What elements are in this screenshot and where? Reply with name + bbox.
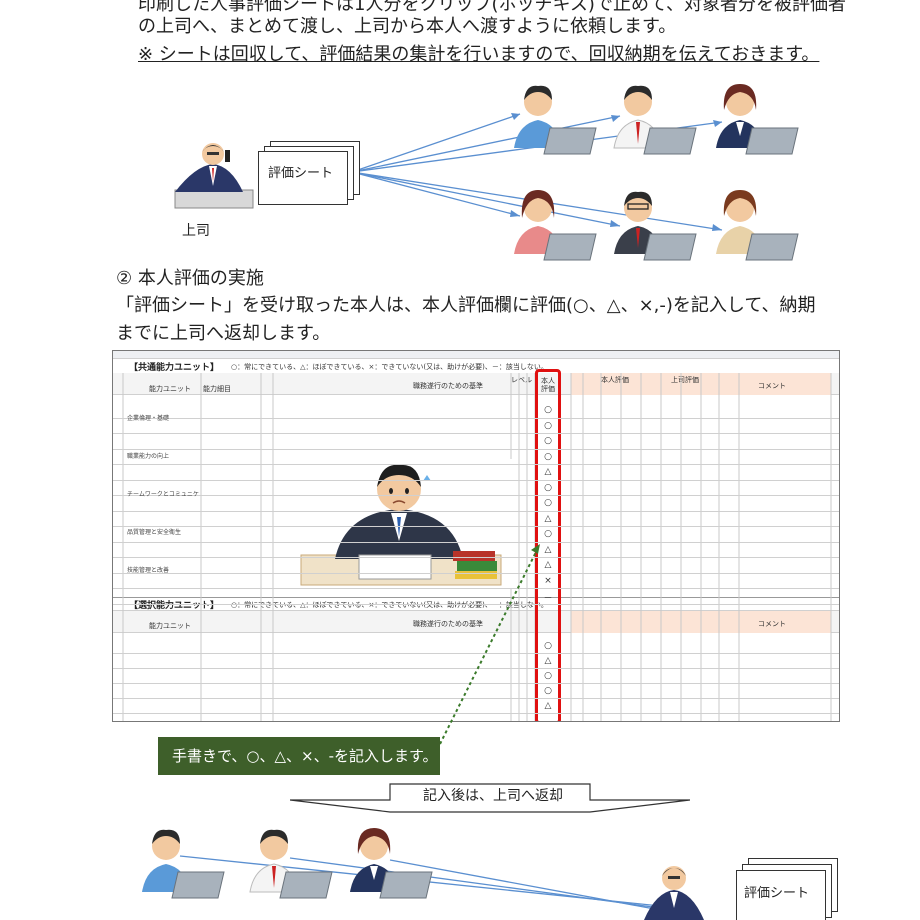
unit2-legend: ○：常にできている、△：ほぼできている、×：できていない(又は、助けが必要)、－… xyxy=(231,601,548,609)
employee-2 xyxy=(613,85,697,155)
col-self-2: 本人評価 xyxy=(601,376,629,384)
employee-return-2 xyxy=(249,829,333,899)
col-criteria-2: 職務遂行のための基準 xyxy=(413,620,483,628)
col-comment: コメント xyxy=(758,382,786,390)
sheet-row xyxy=(113,669,839,684)
self-eval-mark: － xyxy=(543,594,553,604)
self-eval-mark: ○ xyxy=(544,482,552,493)
self-eval-mark: ○ xyxy=(544,671,552,681)
employee-6 xyxy=(716,190,799,261)
sheet-row xyxy=(113,403,839,419)
self-eval-mark: ○ xyxy=(544,420,552,431)
sheet-label-bottom: 評価シート xyxy=(744,886,810,901)
distribution-diagram xyxy=(174,84,799,261)
sheet-row xyxy=(113,639,839,654)
sheet-label-top: 評価シート xyxy=(268,166,334,181)
boss-return xyxy=(644,866,704,920)
self-eval-mark: ○ xyxy=(544,529,552,539)
evaluation-sheet: 【共通能力ユニット】 ○：常にできている、△：ほぼできている、×：できていない(… xyxy=(112,350,840,722)
self-eval-mark: △ xyxy=(544,560,552,570)
sheet-row xyxy=(113,574,839,589)
section2-title: ② 本人評価の実施 xyxy=(116,268,264,289)
col-unit-2: 能力ユニット xyxy=(149,622,191,630)
employee-5 xyxy=(614,191,697,261)
col-detail: 能力細目 xyxy=(203,385,231,393)
unit2-title: 【選択能力ユニット】 xyxy=(129,601,220,611)
employee-return-1 xyxy=(142,829,225,899)
unit-name-cell: 企業倫理・基礎 xyxy=(127,415,170,422)
sheet-row xyxy=(113,684,839,699)
employee-4 xyxy=(514,190,597,261)
intro-line-3: ※ シートは回収して、評価結果の集計を行いますので、回収納期を伝えておきます。 xyxy=(138,44,820,65)
self-eval-mark: ○ xyxy=(544,451,552,462)
boss-label: 上司 xyxy=(182,223,210,239)
col-criteria: 職務遂行のための基準 xyxy=(413,382,483,390)
sheet-row xyxy=(113,465,839,481)
sheet-row xyxy=(113,527,839,543)
unit1-title: 【共通能力ユニット】 xyxy=(129,363,220,373)
employee-3 xyxy=(716,84,799,155)
sheet-row xyxy=(113,434,839,450)
sheet-row xyxy=(113,450,839,465)
section2-para-2: までに上司へ返却します。 xyxy=(116,323,331,344)
self-eval-mark: △ xyxy=(544,544,552,555)
unit-name-cell: チームワークとコミュニケーション xyxy=(127,491,199,498)
unit-name-cell: 技能管理と改善 xyxy=(127,567,170,574)
col-unit: 能力ユニット xyxy=(149,385,191,393)
section2-para-1: 「評価シート」を受け取った本人は、本人評価欄に評価(○、△、×,-)を記入して、… xyxy=(116,295,816,316)
sheet-row xyxy=(113,419,839,434)
employee-1 xyxy=(514,85,597,155)
self-eval-mark: △ xyxy=(544,701,552,711)
self-eval-mark: ○ xyxy=(544,436,552,446)
sheet-row xyxy=(113,512,839,527)
student-illustration xyxy=(295,459,515,589)
self-eval-mark: △ xyxy=(544,467,552,477)
self-eval-highlight xyxy=(535,369,561,721)
col-comment-2: コメント xyxy=(758,620,786,628)
sheet-row xyxy=(113,654,839,669)
intro-line-1: 印刷した人事評価シートは1人分をクリップ(ホッチキス)で止めて、対象者分を被評価… xyxy=(138,0,847,15)
handwrite-note: 手書きで、○、△、×、-を記入します。 xyxy=(158,737,440,775)
sheet-row xyxy=(113,543,839,558)
self-eval-mark: △ xyxy=(544,656,552,666)
boss-figure xyxy=(174,143,254,209)
col-boss: 上司評価 xyxy=(671,376,699,384)
self-eval-mark: ○ xyxy=(544,641,552,651)
self-eval-mark: ○ xyxy=(544,498,552,508)
self-eval-mark: △ xyxy=(544,513,552,524)
self-eval-mark: × xyxy=(544,575,552,586)
self-eval-mark: ○ xyxy=(544,686,552,696)
unit-name-cell: 品質管理と安全衛生 xyxy=(127,529,182,536)
return-banner xyxy=(290,783,690,813)
intro-line-2: の上司へ、まとめて渡し、上司から本人へ渡すように依頼します。 xyxy=(138,16,677,37)
sheet-row xyxy=(113,589,839,605)
unit-name-cell: 職業能力の向上 xyxy=(127,453,170,460)
sheet-row xyxy=(113,481,839,496)
sheet-row xyxy=(113,496,839,512)
sheet-row xyxy=(113,699,839,714)
employee-return-3 xyxy=(350,828,433,899)
col-self: 本人評価 xyxy=(541,377,555,393)
unit1-legend: ○：常にできている、△：ほぼできている、×：できていない(又は、助けが必要)、－… xyxy=(231,363,548,371)
col-level: レベル xyxy=(511,376,532,384)
return-diagram xyxy=(142,828,704,920)
self-eval-mark: ○ xyxy=(544,405,552,415)
return-banner-label: 記入後は、上司へ返却 xyxy=(423,788,563,804)
sheet-row xyxy=(113,558,839,574)
